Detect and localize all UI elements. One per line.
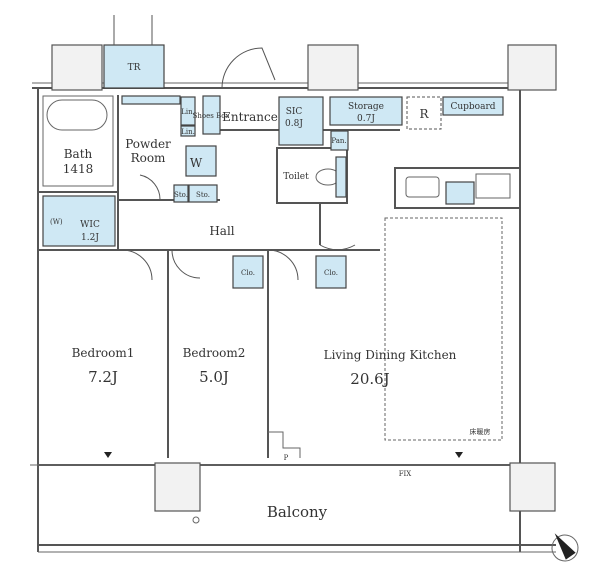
sic-size: 0.8J — [285, 119, 303, 129]
washer-space — [185, 145, 217, 177]
bath-label: Bath — [64, 147, 93, 161]
tr-label: TR — [128, 63, 141, 73]
sto-small-label: Sto. — [174, 191, 188, 199]
vanity — [121, 95, 181, 105]
shoes-in-closet — [278, 96, 324, 146]
storage-room — [329, 96, 403, 126]
entrance-door[interactable] — [221, 47, 276, 89]
ldk-label: Living Dining Kitchen — [324, 348, 457, 362]
wic-label: WIC — [80, 220, 100, 230]
storage-label: Storage — [348, 102, 384, 112]
bath-room — [42, 95, 114, 187]
powder-room-label-1: Powder — [125, 137, 171, 151]
refrigerator-space — [406, 96, 442, 130]
balcony-label: Balcony — [267, 503, 328, 521]
pan-label: Pan. — [331, 137, 346, 145]
pillar — [507, 44, 557, 91]
storage-size: 0.7J — [357, 114, 375, 124]
shoes-box — [202, 95, 221, 135]
hall-label: Hall — [209, 224, 234, 238]
trunk-room — [103, 44, 165, 89]
fix-label: FIX — [399, 470, 412, 478]
drain-icon — [192, 516, 200, 524]
closet-bedroom2 — [232, 255, 264, 289]
clo2-label: Clo. — [324, 269, 338, 277]
sto-label: Sto. — [196, 191, 210, 199]
pillar — [154, 462, 201, 512]
walls — [30, 82, 556, 553]
toilet-label: Toilet — [283, 172, 309, 182]
cupboard — [442, 96, 504, 116]
bedroom2-size: 5.0J — [199, 368, 229, 386]
entrance-label: Entrance — [222, 110, 278, 124]
lin-label-2: Lin. — [181, 128, 195, 136]
linen-closet — [180, 96, 196, 126]
ldk-size: 20.6J — [350, 370, 389, 388]
pantry — [330, 130, 349, 151]
pillar — [509, 462, 556, 512]
toilet-cabinet — [335, 156, 347, 198]
storage — [188, 184, 218, 203]
sink-icon — [405, 176, 440, 198]
bath-size: 1418 — [63, 162, 94, 176]
bedroom2-label: Bedroom2 — [183, 346, 246, 360]
pillar — [51, 44, 103, 91]
pipe-label: P — [284, 454, 289, 462]
closet-ldk — [315, 255, 347, 289]
walk-in-closet — [42, 195, 116, 247]
pipe-space — [268, 431, 301, 458]
north-arrow-icon — [551, 533, 579, 562]
cupboard-label: Cupboard — [450, 102, 495, 112]
window-marker — [455, 452, 463, 458]
washer-label: W — [190, 156, 203, 170]
sic-label: SIC — [286, 107, 303, 117]
door-swings — [121, 174, 356, 281]
wic-size: 1.2J — [81, 233, 99, 243]
bedroom1-size: 7.2J — [88, 368, 118, 386]
bathtub-icon — [46, 99, 108, 131]
powder-room-label-2: Room — [131, 151, 166, 165]
storage-small — [173, 184, 189, 203]
pillar — [307, 44, 359, 91]
window-marker — [104, 452, 112, 458]
wc-label: (W) — [50, 218, 63, 226]
shoes-box-label: Shoes Box — [193, 112, 230, 120]
tr-door[interactable] — [113, 15, 153, 45]
stove-icon — [475, 173, 511, 199]
bedroom1-label: Bedroom1 — [72, 346, 135, 360]
refrigerator-label: R — [419, 107, 429, 121]
floor-heating-label: 床暖房 — [470, 427, 491, 436]
clo1-label: Clo. — [241, 269, 255, 277]
lin-label-1: Lin. — [181, 108, 195, 116]
linen-closet-small — [180, 125, 196, 137]
kitchen-counter — [445, 181, 475, 205]
